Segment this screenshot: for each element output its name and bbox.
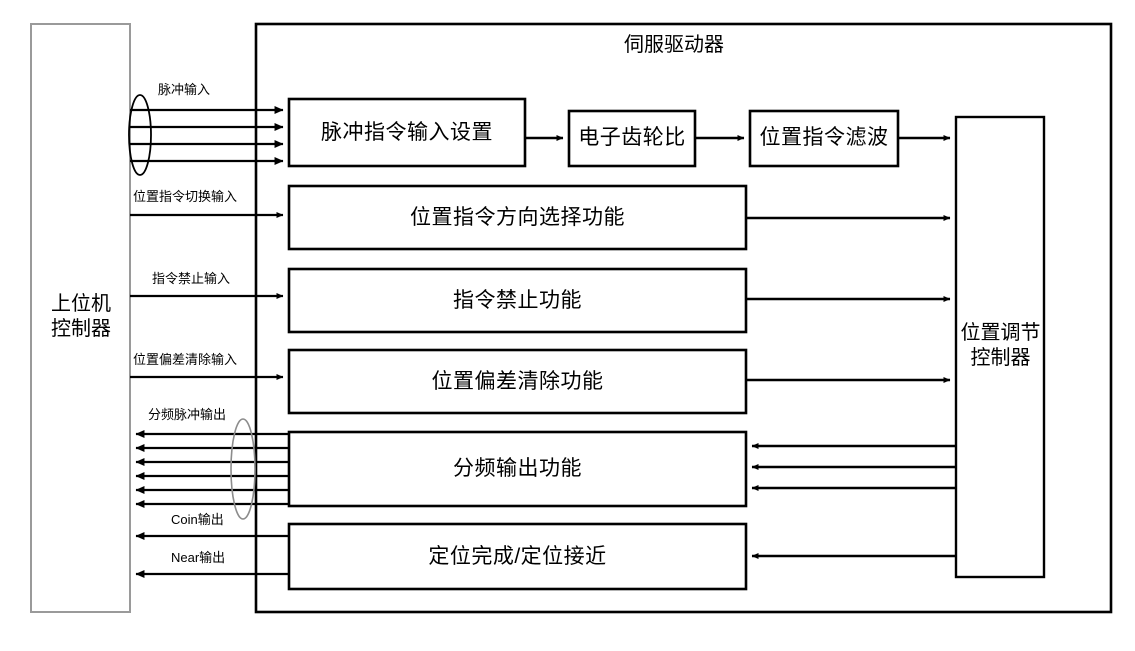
label-command-inhibit-function: 指令禁止功能 bbox=[453, 289, 582, 312]
controller-to-division-bus bbox=[751, 442, 956, 492]
label-frequency-division-output-function: 分频输出功能 bbox=[453, 457, 582, 480]
label-near-output: Near输出 bbox=[171, 550, 226, 565]
pulse-input-bus bbox=[130, 106, 284, 165]
label-divided-pulse-output: 分频脉冲输出 bbox=[148, 407, 227, 422]
host-controller-label: 上位机 控制器 bbox=[40, 292, 122, 342]
servo-drive-frame bbox=[254, 22, 1113, 614]
label-command-inhibit-input: 指令禁止输入 bbox=[152, 271, 231, 286]
label-position-command-direction-selection: 位置指令方向选择功能 bbox=[410, 206, 625, 229]
label-position-deviation-clear-input: 位置偏差清除输入 bbox=[133, 352, 238, 367]
frame-title: 伺服驱动器 bbox=[624, 34, 724, 56]
position-controller-label-line1: 位置调节 bbox=[960, 322, 1041, 344]
host-controller-label-line2: 控制器 bbox=[51, 318, 111, 340]
pulse-input-bundle-ellipse bbox=[128, 94, 152, 176]
position-controller-label: 位置调节 控制器 bbox=[958, 321, 1043, 371]
host-controller-label-line1: 上位机 bbox=[51, 293, 111, 315]
label-positioning-complete-near: 定位完成/定位接近 bbox=[428, 545, 607, 568]
label-electronic-gear-ratio: 电子齿轮比 bbox=[578, 126, 686, 149]
label-pulse-command-input-setting: 脉冲指令输入设置 bbox=[321, 121, 493, 144]
label-pulse-input: 脉冲输入 bbox=[158, 82, 211, 97]
label-position-command-switch-input: 位置指令切换输入 bbox=[133, 189, 238, 204]
position-controller-label-line2: 控制器 bbox=[970, 347, 1031, 369]
label-coin-output: Coin输出 bbox=[171, 512, 224, 527]
divided-pulse-bundle-ellipse bbox=[230, 418, 256, 520]
divided-pulse-output-bus bbox=[135, 430, 289, 508]
label-position-deviation-clear-function: 位置偏差清除功能 bbox=[431, 370, 604, 393]
label-position-command-filter: 位置指令滤波 bbox=[759, 126, 889, 149]
